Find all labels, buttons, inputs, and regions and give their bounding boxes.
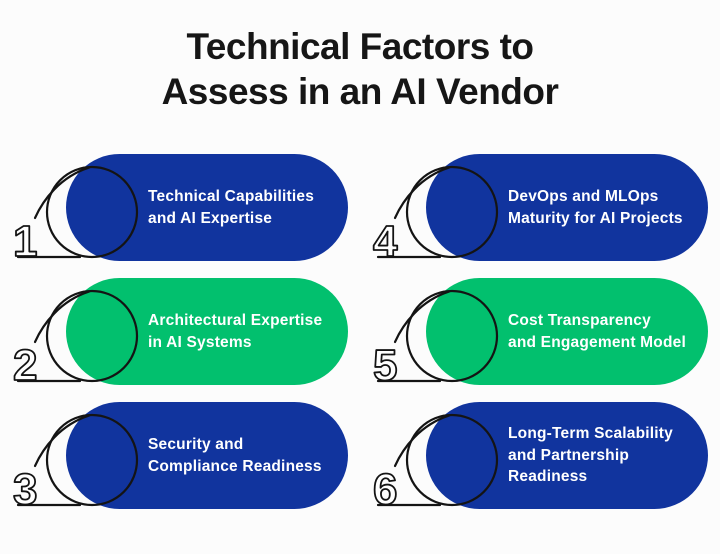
circle-outline: [405, 413, 499, 507]
factors-grid: 1 Technical Capabilities and AI Expertis…: [0, 150, 720, 522]
factor-art-4: 4: [372, 154, 708, 267]
swoosh-line: [33, 166, 91, 220]
factor-label: DevOps and MLOps Maturity for AI Project…: [508, 188, 683, 227]
factor-card-4: 4 DevOps and MLOps Maturity for AI Proje…: [360, 150, 720, 274]
circle-outline: [405, 289, 499, 383]
step-number: 4: [373, 217, 398, 266]
circle-outline: [45, 413, 139, 507]
factor-card-5: 5 Cost Transparency and Engagement Model: [360, 274, 720, 398]
factor-art-5: 5: [372, 278, 708, 391]
step-number: 5: [373, 341, 397, 390]
pill-shape: [66, 402, 348, 509]
step-number: 3: [13, 465, 37, 514]
swoosh-line: [393, 290, 451, 344]
factor-art-3: 3: [12, 402, 348, 515]
factor-label: Cost Transparency and Engagement Model: [508, 312, 686, 351]
pill-shape: [66, 278, 348, 385]
page-title-line-1: Technical Factors to: [186, 26, 534, 67]
pill-shape: [426, 154, 708, 261]
factor-label: Long-Term Scalability and Partnership Re…: [508, 425, 673, 486]
factor-card-3: 3 Security and Compliance Readiness: [0, 398, 360, 522]
factor-label: Architectural Expertise in AI Systems: [148, 312, 323, 351]
page-title-line-2: Assess in an AI Vendor: [161, 71, 559, 112]
swoosh-line: [33, 290, 91, 344]
swoosh-line: [393, 414, 451, 468]
factor-card-6: 6 Long-Term Scalability and Partnership …: [360, 398, 720, 522]
step-number: 6: [373, 465, 397, 514]
page-title: Technical Factors to Assess in an AI Ven…: [0, 0, 720, 114]
circle-outline: [45, 289, 139, 383]
factor-card-1: 1 Technical Capabilities and AI Expertis…: [0, 150, 360, 274]
factor-label: Security and Compliance Readiness: [148, 436, 322, 475]
pill-shape: [66, 154, 348, 261]
factor-label: Technical Capabilities and AI Expertise: [148, 188, 315, 227]
swoosh-line: [33, 414, 91, 468]
circle-outline: [45, 165, 139, 259]
step-number: 1: [13, 217, 37, 266]
factor-art-1: 1: [12, 154, 348, 267]
pill-shape: [426, 278, 708, 385]
factor-card-2: 2 Architectural Expertise in AI Systems: [0, 274, 360, 398]
circle-outline: [405, 165, 499, 259]
factor-art-2: 2: [12, 278, 348, 391]
factor-art-6: 6: [372, 402, 708, 515]
pill-shape: [426, 402, 708, 509]
swoosh-line: [393, 166, 451, 220]
step-number: 2: [13, 341, 37, 390]
